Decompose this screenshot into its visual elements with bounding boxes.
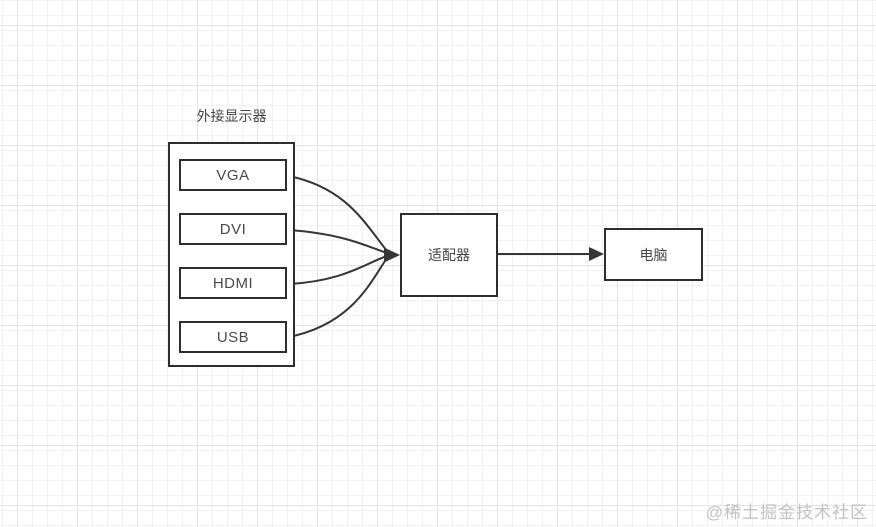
node-computer-label: 电脑 (639, 246, 668, 263)
connector-usb-adapter (288, 257, 388, 338)
watermark-text: @稀土掘金技术社区 (705, 503, 868, 522)
node-port-dvi-label: DVI (219, 220, 247, 238)
node-port-dvi: DVI (179, 213, 287, 245)
node-port-hdmi-label: HDMI (212, 274, 254, 292)
node-port-vga: VGA (179, 159, 287, 191)
connector-dvi-adapter (288, 229, 388, 254)
connector-hdmi-adapter (288, 255, 388, 285)
node-computer: 电脑 (604, 228, 703, 281)
node-port-hdmi: HDMI (179, 267, 287, 299)
node-port-vga-label: VGA (216, 166, 250, 184)
group-label-external-monitor: 外接显示器 (196, 108, 267, 124)
node-adapter-label: 适配器 (428, 247, 470, 263)
arrowhead-into-adapter (384, 247, 400, 263)
arrowhead-into-computer (589, 247, 604, 261)
node-port-usb: USB (179, 321, 287, 353)
connector-vga-adapter (288, 175, 388, 252)
node-port-usb-label: USB (216, 328, 250, 346)
node-adapter: 适配器 (400, 213, 498, 297)
